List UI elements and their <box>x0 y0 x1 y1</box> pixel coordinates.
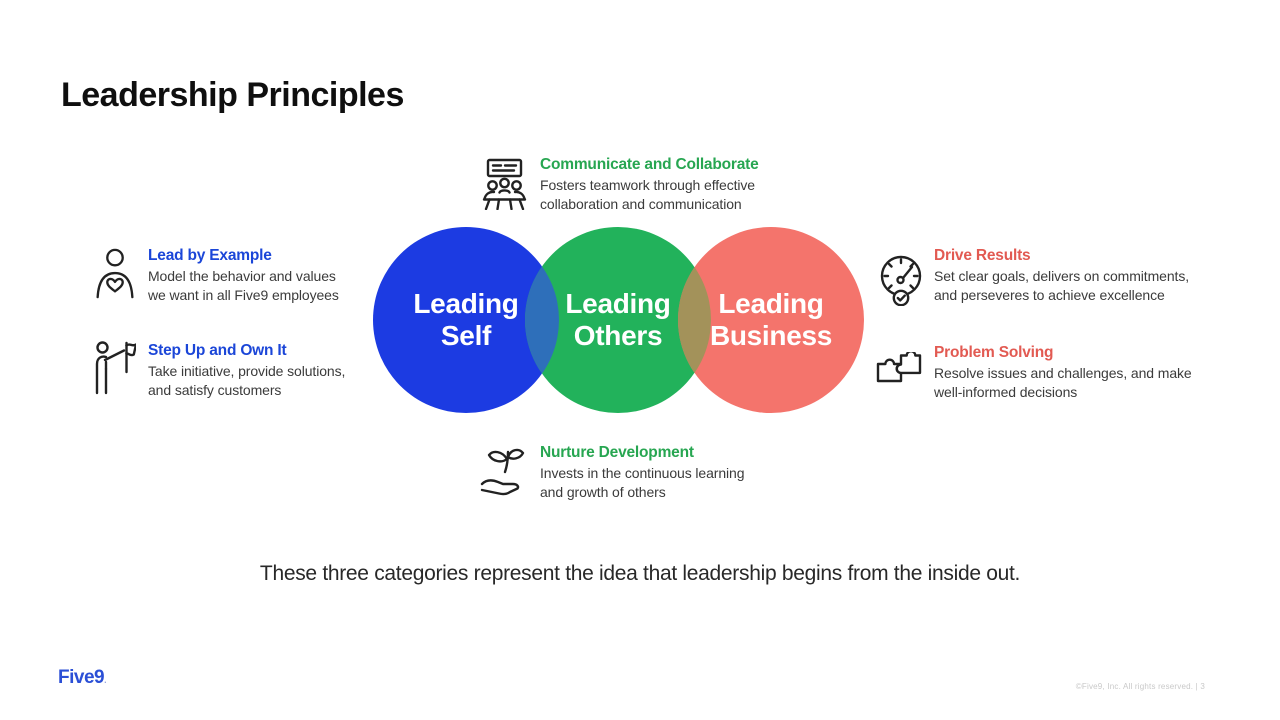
principle-title: Problem Solving <box>934 344 1054 361</box>
principle-text: Nurture Development Invests in the conti… <box>540 443 745 502</box>
summary-sentence: These three categories represent the ide… <box>259 562 1021 585</box>
leading-business-label-line2: Business <box>709 320 833 351</box>
principle-lead-by-example: Lead by Example Model the behavior and v… <box>94 246 339 305</box>
meeting-presentation-icon <box>481 158 528 210</box>
principle-description: Resolve issues and challenges, and make … <box>934 365 1192 400</box>
principle-nurture-development: Nurture Development Invests in the conti… <box>480 443 745 502</box>
principle-text: Step Up and Own It Take initiative, prov… <box>148 341 345 400</box>
principle-description: Set clear goals, delivers on commitments… <box>934 268 1190 303</box>
leading-others-label: Leading Others <box>525 288 711 352</box>
leading-business-circle <box>678 227 864 413</box>
hand-sprout-icon <box>480 446 528 498</box>
five9-logo-text: Five9 <box>58 667 105 688</box>
gauge-icon <box>880 254 922 306</box>
principle-description: Take initiative, provide solutions, and … <box>148 363 346 398</box>
leading-others-label-line2: Others <box>573 320 663 351</box>
principle-description: Model the behavior and values we want in… <box>148 268 339 303</box>
principle-step-up-and-own-it: Step Up and Own It Take initiative, prov… <box>92 341 345 400</box>
copyright-text: ©Five9, Inc. All rights reserved. | 3 <box>1075 682 1205 691</box>
leading-self-label-line1: Leading <box>413 288 519 319</box>
puzzle-icon <box>876 352 922 383</box>
five9-logo-mark: . <box>104 675 107 685</box>
principle-title: Lead by Example <box>148 247 272 264</box>
principle-text: Drive Results Set clear goals, delivers … <box>934 246 1189 305</box>
principle-description: Fosters teamwork through effective colla… <box>540 177 755 212</box>
leading-business-label-line1: Leading <box>718 288 824 319</box>
principle-title: Drive Results <box>934 247 1031 264</box>
principle-communicate-and-collaborate: Communicate and Collaborate Fosters team… <box>481 155 759 214</box>
leading-business-label: Leading Business <box>678 288 864 352</box>
five9-logo: Five9. <box>58 667 107 689</box>
principle-title: Nurture Development <box>540 444 694 461</box>
principle-title: Communicate and Collaborate <box>540 156 759 173</box>
venn-diagram <box>373 227 864 413</box>
principle-title: Step Up and Own It <box>148 342 287 359</box>
page-title: Leadership Principles <box>61 76 404 114</box>
leading-self-label: Leading Self <box>373 288 559 352</box>
person-heart-icon <box>94 247 136 301</box>
leading-others-label-line1: Leading <box>565 288 671 319</box>
leading-self-label-line2: Self <box>440 320 492 351</box>
leading-self-circle <box>373 227 559 413</box>
principle-text: Lead by Example Model the behavior and v… <box>148 246 339 305</box>
principle-problem-solving: Problem Solving Resolve issues and chall… <box>876 343 1192 402</box>
principle-drive-results: Drive Results Set clear goals, delivers … <box>880 246 1189 306</box>
principle-text: Problem Solving Resolve issues and chall… <box>934 343 1192 402</box>
person-flag-icon <box>92 341 136 395</box>
principle-text: Communicate and Collaborate Fosters team… <box>540 155 759 214</box>
leading-others-circle <box>525 227 711 413</box>
principle-description: Invests in the continuous learning and g… <box>540 465 745 500</box>
